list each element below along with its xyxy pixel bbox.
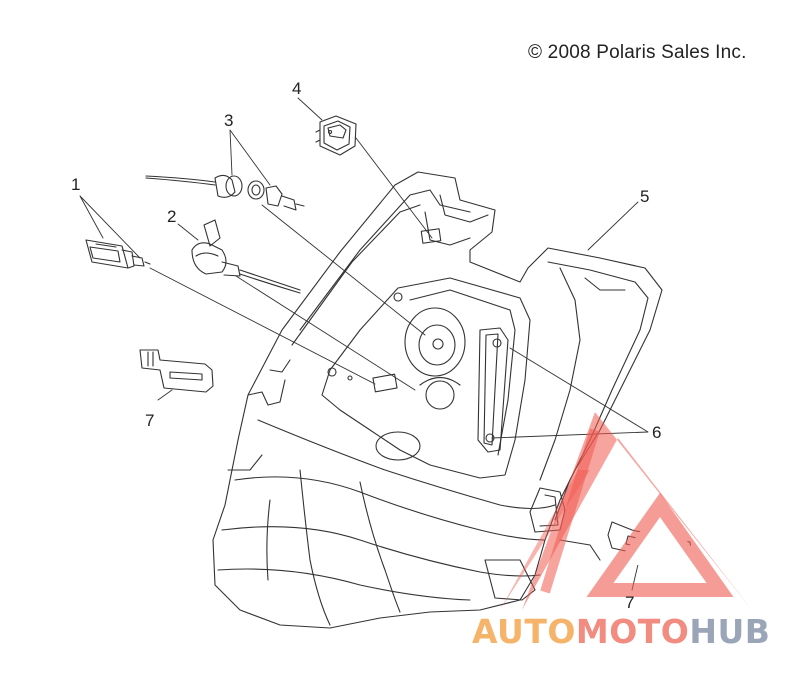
callout-5: 5 xyxy=(640,187,650,206)
part-7-strap-left xyxy=(139,349,214,393)
watermark-auto: AUTO xyxy=(472,612,576,651)
headlight-housing xyxy=(212,171,663,629)
part-4-switch xyxy=(315,115,357,156)
part-1-connector xyxy=(85,239,151,269)
callout-3: 3 xyxy=(224,111,234,130)
callout-2: 2 xyxy=(167,207,177,226)
watermark-hub: HUB xyxy=(689,612,771,651)
callout-6: 6 xyxy=(652,423,662,442)
watermark-moto: MOTO xyxy=(575,612,690,651)
part-3-socket-grommet xyxy=(145,174,305,211)
callout-4: 4 xyxy=(292,79,302,98)
copyright-text: © 2008 Polaris Sales Inc. xyxy=(528,42,747,63)
part-2-bulb xyxy=(191,219,301,294)
callout-7-left: 7 xyxy=(145,411,155,430)
callout-7-right: 7 xyxy=(625,593,635,612)
watermark-logo xyxy=(500,412,752,610)
callout-1: 1 xyxy=(71,175,81,194)
watermark-text: AUTOMOTOHUB xyxy=(472,612,770,651)
